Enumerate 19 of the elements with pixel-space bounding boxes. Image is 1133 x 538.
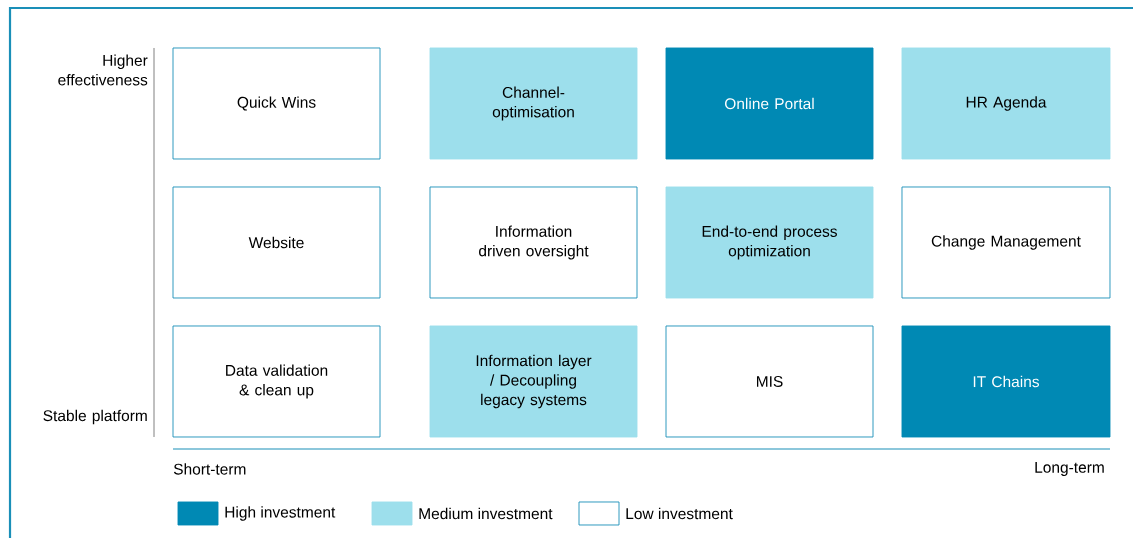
matrix-box: Website [172,186,381,299]
legend-label: High investment [225,506,336,521]
matrix-box: Information driven oversight [429,186,638,299]
matrix-box: End-to-end process optimization [665,186,874,299]
legend-label: Low investment [626,507,733,520]
matrix-box: Online Portal [665,47,874,160]
axis-label: Stable platform [43,409,147,425]
axis-label: Higher effectiveness [58,54,148,86]
matrix-box: Information layer / Decoupling legacy systems [429,325,638,438]
matrix-box: Channel- optimisation [429,47,638,160]
matrix-box: MIS [665,325,874,438]
matrix-box: HR Agenda [901,47,1111,160]
matrix-box: Change Management [901,186,1111,299]
axis-label: Long-term [1035,462,1104,476]
legend-label: Medium investment [419,507,553,520]
matrix-box: Quick Wins [172,47,381,160]
matrix-box: IT Chains [901,325,1111,438]
matrix-box: Data validation & clean up [172,325,381,438]
axis-label: Short-term [173,463,246,475]
